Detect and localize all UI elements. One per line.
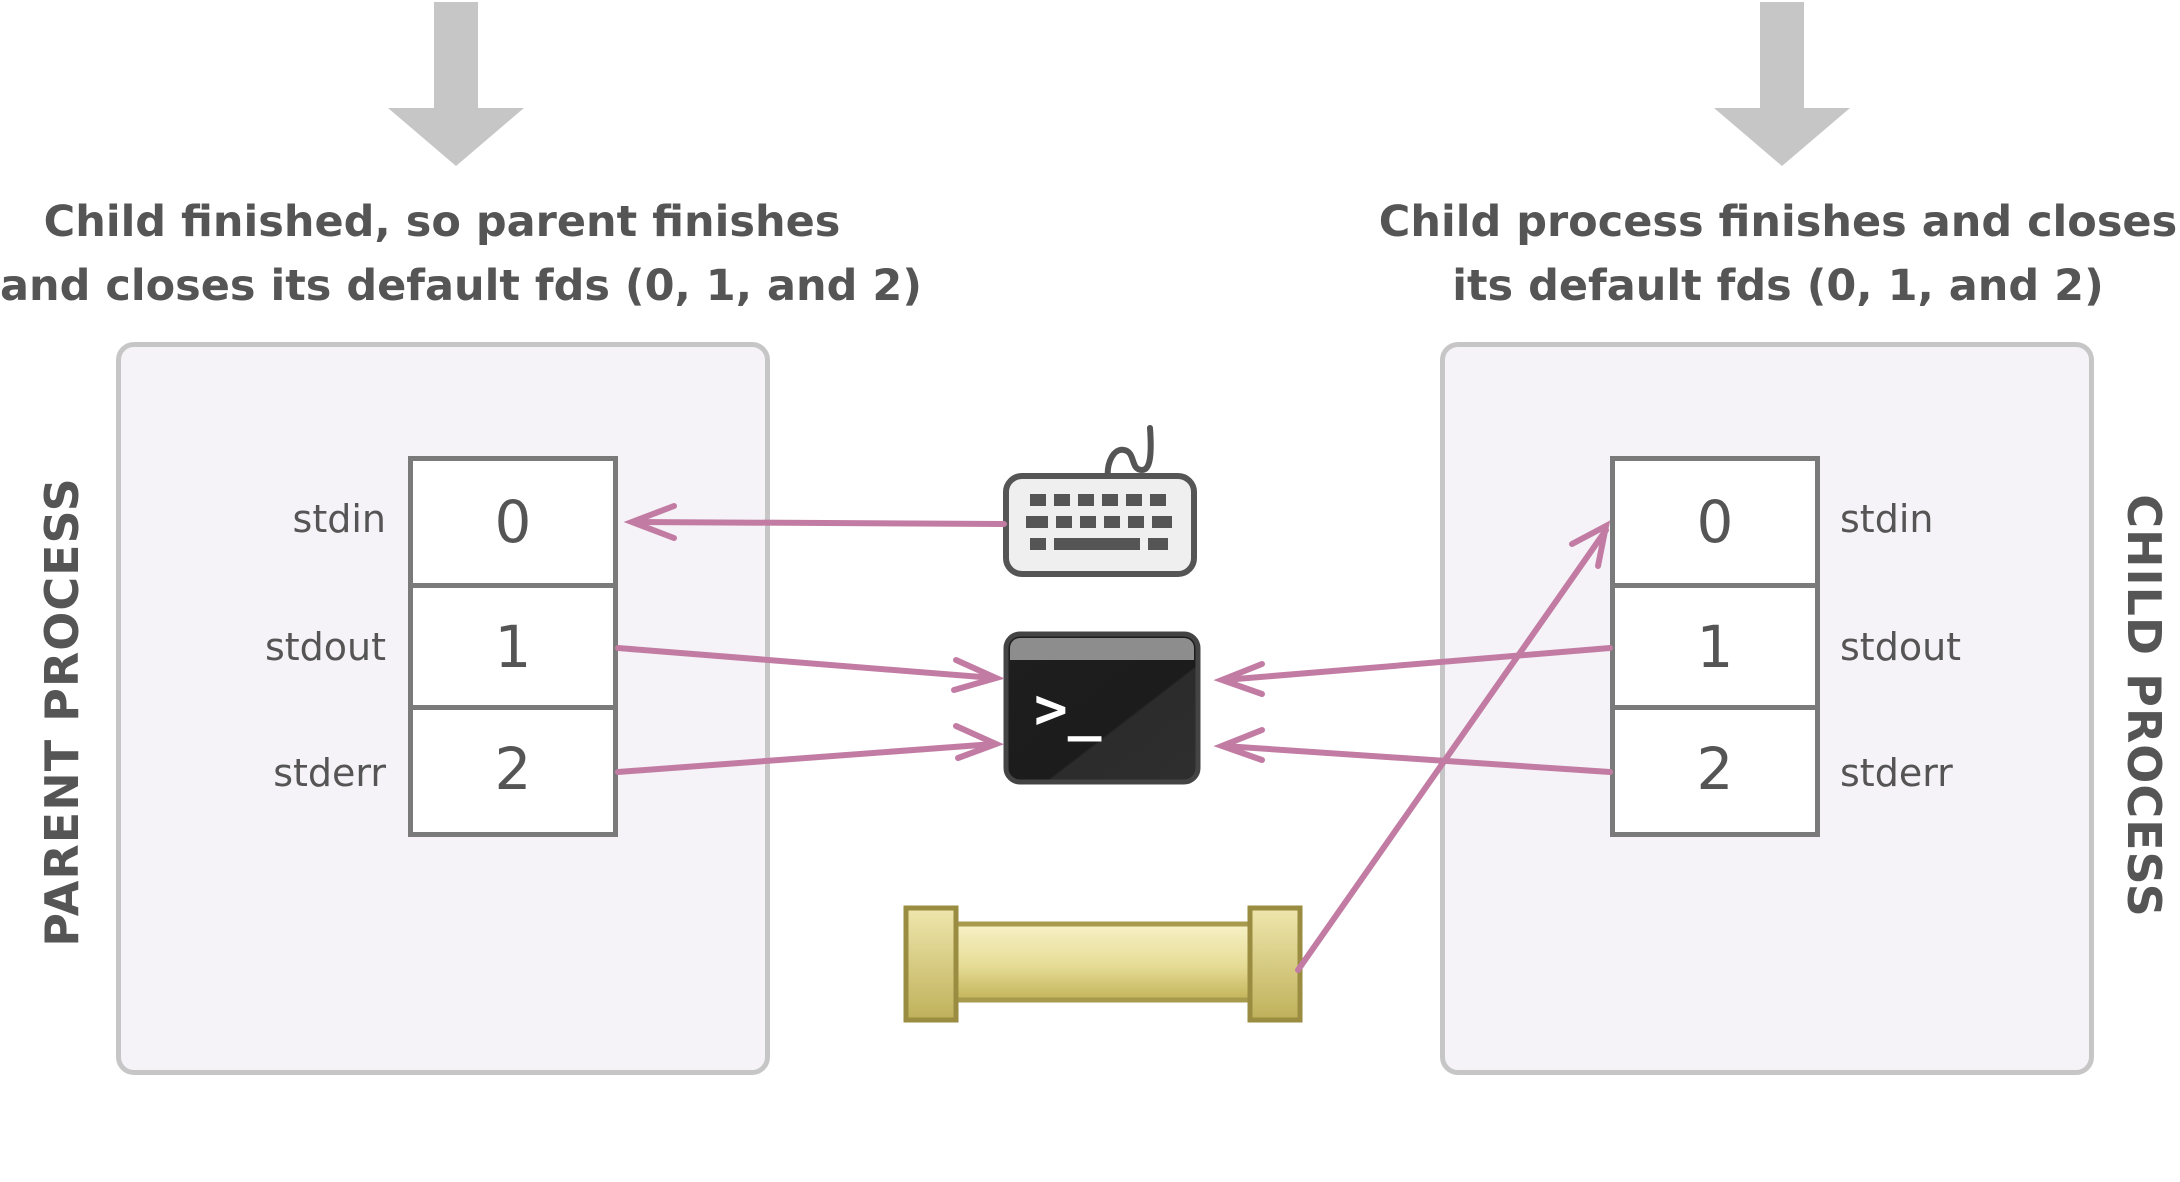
child-label-stderr: stderr <box>1840 751 1953 795</box>
arrow-pipe-to-child-stdin <box>1295 520 1611 973</box>
arrow-parent-stderr-to-terminal <box>615 723 1004 775</box>
child-label-stdout: stdout <box>1840 625 1962 669</box>
caption-child-line2: its default fds (0, 1, and 2) <box>1452 261 2104 311</box>
caption-parent-line1: Child finished, so parent finishes <box>43 197 841 247</box>
parent-fd-table: 0 1 2 <box>408 456 618 837</box>
caption-parent-line2: and closes its default fds (0, 1, and 2) <box>0 261 922 311</box>
child-fd-table: 0 1 2 <box>1610 456 1820 837</box>
child-fd-2: 2 <box>1615 705 1815 827</box>
terminal-icon: >_ <box>1003 631 1201 785</box>
parent-label-stderr: stderr <box>273 751 386 795</box>
keyboard-icon <box>1003 425 1197 577</box>
parent-fd-0: 0 <box>494 488 532 556</box>
arrow-keyboard-to-parent-stdin <box>623 503 1007 541</box>
caption-child: Child process finishes and closes its de… <box>1376 190 2180 318</box>
caption-parent: Child finished, so parent finishes and c… <box>0 190 922 318</box>
arrow-child-stdout-to-terminal <box>1213 645 1613 697</box>
arrow-parent-stdout-to-terminal <box>615 645 1005 693</box>
parent-fd-2: 2 <box>413 705 613 827</box>
child-fd-1: 1 <box>1615 583 1815 705</box>
caption-child-line1: Child process finishes and closes <box>1378 197 2178 247</box>
terminal-prompt: >_ <box>1034 677 1102 742</box>
pipe-icon <box>903 905 1303 1023</box>
down-arrow-right <box>1714 2 1850 166</box>
parent-fd-1: 1 <box>413 583 613 705</box>
child-fd-0: 0 <box>1696 488 1734 556</box>
parent-label-stdout: stdout <box>264 625 386 669</box>
down-arrow-left <box>388 2 524 166</box>
child-label-stdin: stdin <box>1840 497 1934 541</box>
arrow-child-stderr-to-terminal <box>1213 727 1613 775</box>
parent-label-stdin: stdin <box>292 497 386 541</box>
